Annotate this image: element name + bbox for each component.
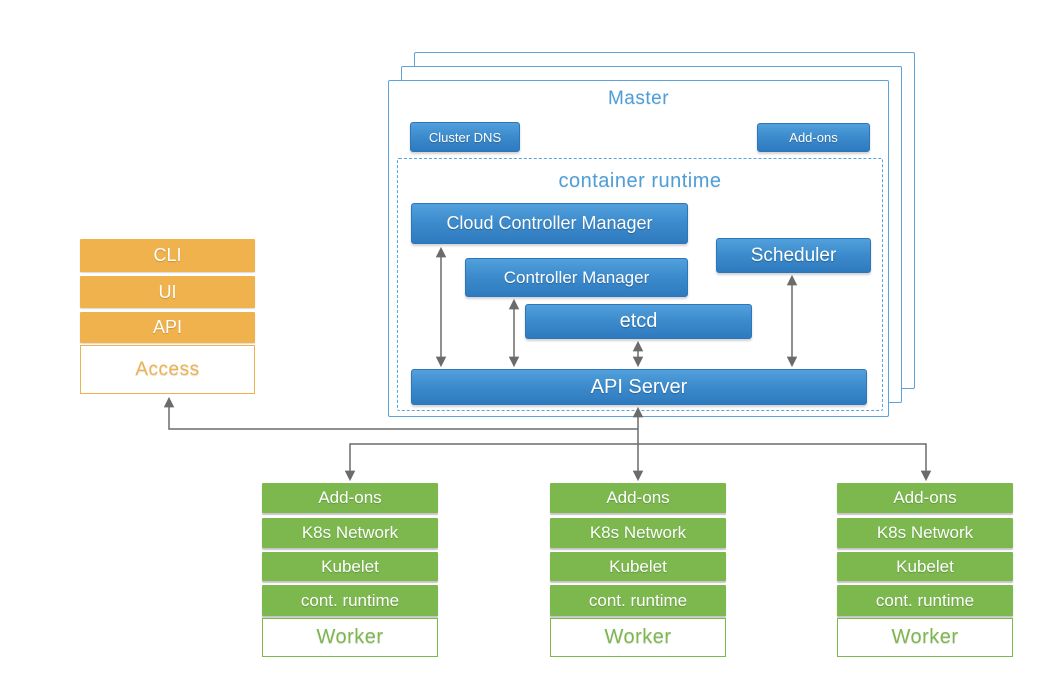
worker1-kubelet-label: Kubelet bbox=[321, 556, 379, 576]
scheduler-label: Scheduler bbox=[750, 244, 837, 266]
access-item-api: API bbox=[80, 312, 255, 343]
worker3-cont-runtime: cont. runtime bbox=[837, 585, 1013, 616]
master-addons-label: Add-ons bbox=[789, 130, 838, 145]
worker2-label: Worker bbox=[604, 626, 672, 648]
worker3-addons: Add-ons bbox=[837, 483, 1013, 513]
worker1-box: Worker bbox=[262, 618, 438, 657]
worker3-kubelet: Kubelet bbox=[837, 552, 1013, 581]
worker2-addons: Add-ons bbox=[550, 483, 726, 513]
access-item-cli: CLI bbox=[80, 239, 255, 272]
controller-manager-box: Controller Manager bbox=[465, 258, 688, 297]
api-server-label: API Server bbox=[590, 375, 688, 398]
worker1-label: Worker bbox=[316, 626, 384, 648]
worker1-kubelet: Kubelet bbox=[262, 552, 438, 581]
cloud-controller-manager-label: Cloud Controller Manager bbox=[446, 213, 653, 233]
worker3-box: Worker bbox=[837, 618, 1013, 657]
ui-label: UI bbox=[158, 281, 177, 302]
arrow-apiserver-worker1 bbox=[344, 443, 638, 482]
worker2-addons-label: Add-ons bbox=[606, 488, 670, 507]
worker2-k8s-network: K8s Network bbox=[550, 518, 726, 548]
worker1-cont-runtime: cont. runtime bbox=[262, 585, 438, 616]
worker1-k8s-network-label: K8s Network bbox=[301, 523, 399, 542]
worker2-cont-runtime-label: cont. runtime bbox=[588, 590, 688, 610]
worker1-cont-runtime-label: cont. runtime bbox=[300, 590, 400, 610]
worker3-cont-runtime-label: cont. runtime bbox=[875, 590, 975, 610]
scheduler-box: Scheduler bbox=[716, 238, 871, 273]
worker1-k8s-network: K8s Network bbox=[262, 518, 438, 548]
master-title: Master bbox=[607, 88, 670, 109]
access-item-ui: UI bbox=[80, 276, 255, 308]
worker3-kubelet-label: Kubelet bbox=[896, 556, 954, 576]
etcd-label: etcd bbox=[619, 310, 658, 332]
cli-label: CLI bbox=[153, 245, 182, 265]
worker3-addons-label: Add-ons bbox=[893, 488, 957, 507]
access-label: Access bbox=[135, 358, 200, 380]
worker2-kubelet: Kubelet bbox=[550, 552, 726, 581]
worker2-box: Worker bbox=[550, 618, 726, 657]
cluster-dns-label: Cluster DNS bbox=[428, 129, 502, 145]
worker1-addons-label: Add-ons bbox=[318, 488, 382, 507]
arrow-apiserver-worker3 bbox=[638, 443, 932, 482]
worker2-cont-runtime: cont. runtime bbox=[550, 585, 726, 616]
cluster-dns-box: Cluster DNS bbox=[410, 122, 520, 152]
worker3-k8s-network: K8s Network bbox=[837, 518, 1013, 548]
worker3-k8s-network-label: K8s Network bbox=[876, 523, 974, 542]
etcd-box: etcd bbox=[525, 304, 752, 339]
worker2-kubelet-label: Kubelet bbox=[609, 556, 667, 576]
api-label: API bbox=[152, 317, 182, 337]
worker2-k8s-network-label: K8s Network bbox=[589, 523, 687, 542]
worker1-addons: Add-ons bbox=[262, 483, 438, 513]
access-box: Access bbox=[80, 345, 255, 394]
container-runtime-title: container runtime bbox=[558, 170, 722, 192]
master-addons-box: Add-ons bbox=[757, 123, 870, 152]
cloud-controller-manager-box: Cloud Controller Manager bbox=[411, 203, 688, 244]
worker3-label: Worker bbox=[891, 626, 959, 648]
controller-manager-label: Controller Manager bbox=[503, 267, 650, 287]
api-server-box: API Server bbox=[411, 369, 867, 405]
